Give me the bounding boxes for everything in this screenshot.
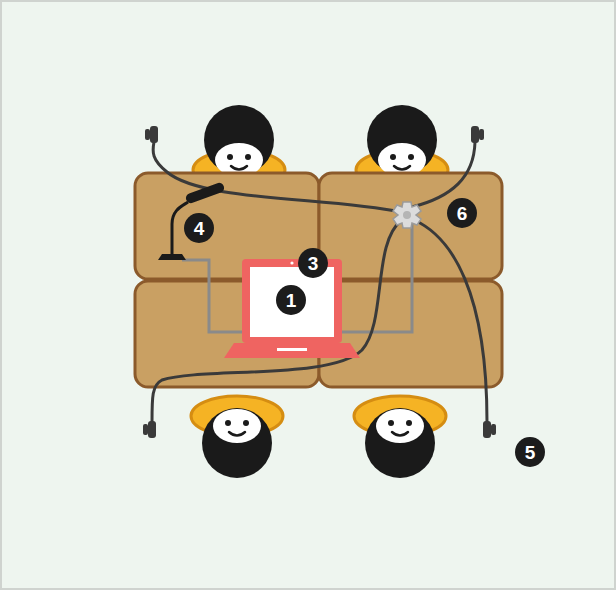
person-bottom-left bbox=[191, 396, 283, 478]
headphone-cables bbox=[152, 142, 487, 422]
callout-number: 1 bbox=[276, 285, 306, 315]
earbuds bbox=[143, 126, 496, 438]
table bbox=[135, 173, 502, 387]
callout-number: 3 bbox=[298, 248, 328, 278]
callout-number: 5 bbox=[515, 437, 545, 467]
mic-cable bbox=[182, 260, 247, 332]
person-bottom-right bbox=[354, 396, 446, 478]
microphone bbox=[158, 181, 226, 260]
splitter bbox=[393, 202, 421, 228]
callout-number: 6 bbox=[447, 198, 477, 228]
callout-number: 4 bbox=[184, 213, 214, 243]
laptop bbox=[224, 259, 360, 358]
